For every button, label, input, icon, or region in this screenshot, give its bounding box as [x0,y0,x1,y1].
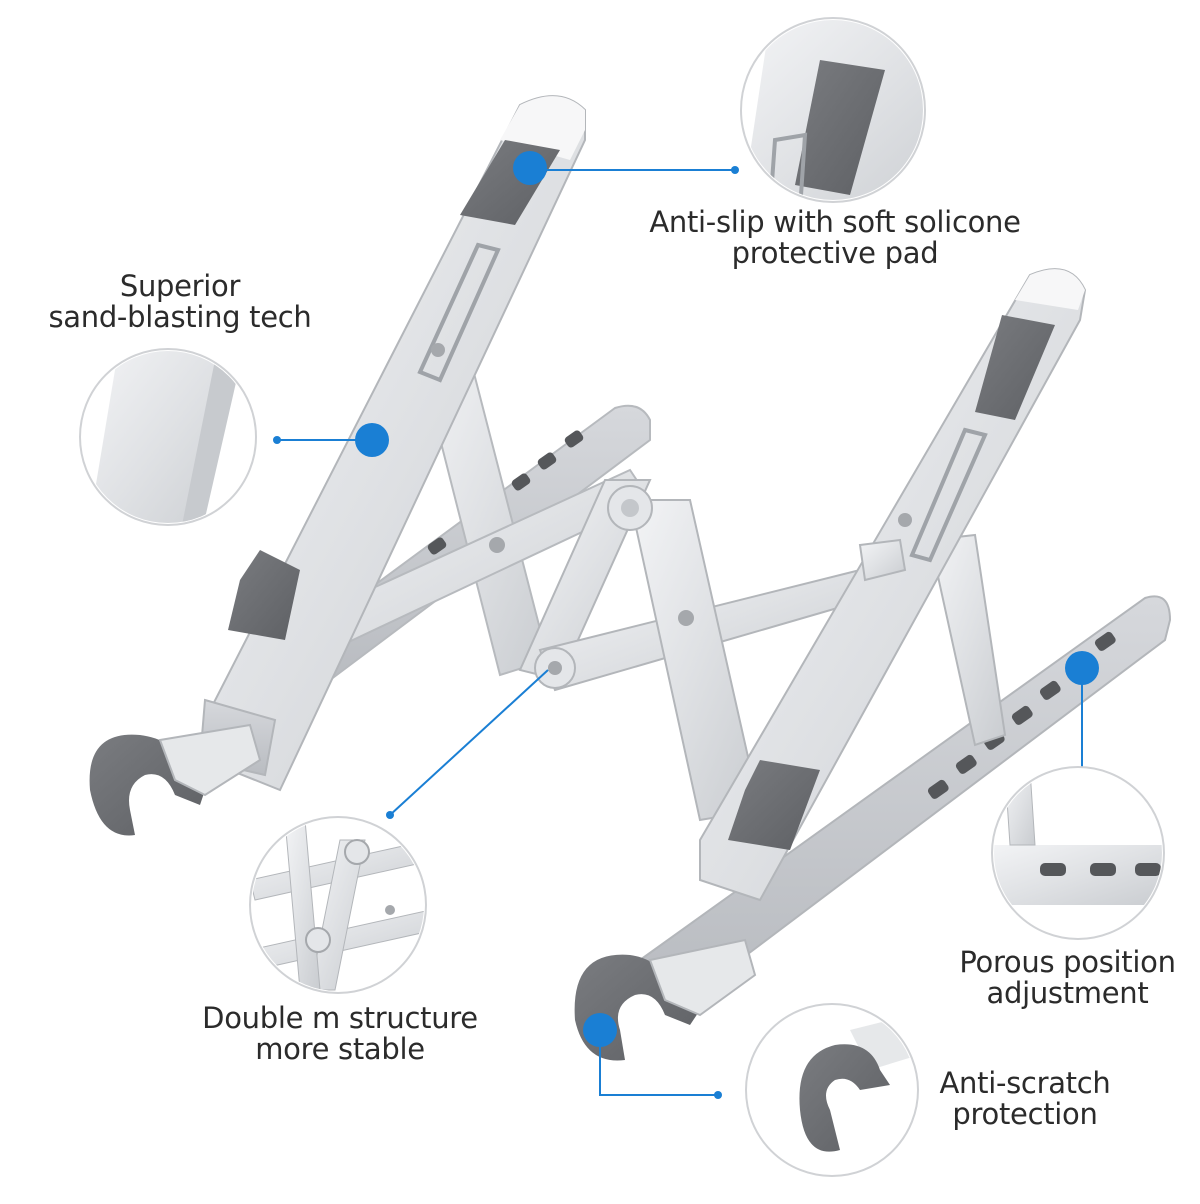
label-anti-slip-line1: Anti-slip with soft solicone [649,205,1021,239]
label-anti-slip-line2: protective pad [731,236,939,270]
label-porous-line1: Porous position [959,945,1176,979]
label-double-m: Double m structure more stable [180,1003,500,1065]
label-anti-scratch-line1: Anti-scratch [939,1066,1111,1100]
label-sand-blasting: Superior sand-blasting tech [20,271,340,333]
label-porous: Porous position adjustment [940,947,1195,1009]
detail-circle-anti-scratch [745,1003,919,1177]
label-anti-scratch: Anti-scratch protection [920,1068,1130,1130]
callout-markers [273,151,1099,1099]
label-sand-blasting-line2: sand-blasting tech [48,300,312,334]
label-double-m-line1: Double m structure [202,1001,478,1035]
label-double-m-line2: more stable [255,1032,425,1066]
detail-circle-porous [991,766,1165,940]
label-anti-scratch-line2: protection [952,1097,1098,1131]
left-stand [89,95,652,836]
right-stand [574,268,1172,1061]
detail-circle-anti-slip [740,17,926,203]
label-porous-line2: adjustment [986,976,1149,1010]
center-linkage [518,479,867,822]
label-anti-slip: Anti-slip with soft solicone protective … [640,207,1030,269]
detail-circle-sand-blasting [79,348,257,526]
label-sand-blasting-line1: Superior [119,269,241,303]
detail-circle-double-m [249,816,427,994]
